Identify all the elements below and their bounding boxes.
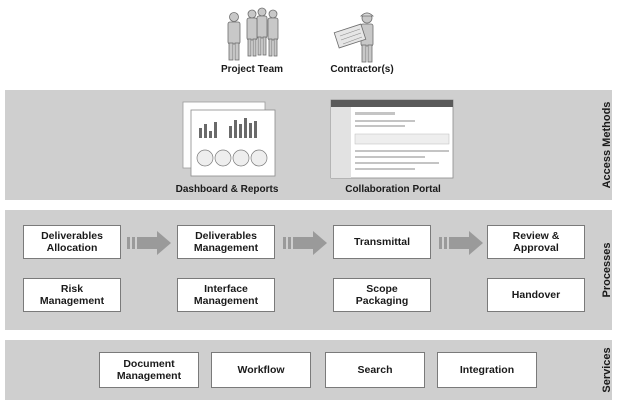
services-band-label: Services [601, 347, 613, 393]
contractor-figure [330, 10, 388, 64]
review-approval-box[interactable]: Review & Approval [487, 225, 585, 259]
arrow-icon [283, 231, 327, 255]
access-methods-band-label: Access Methods [601, 101, 613, 189]
risk-management-box[interactable]: Risk Management [23, 278, 121, 312]
processes-band-label: Processes [601, 242, 613, 298]
access-methods-band: Access Methods Dashboard & Reports [5, 90, 613, 200]
handover-box[interactable]: Handover [487, 278, 585, 312]
dashboard-chart-icon [182, 101, 276, 177]
search-box[interactable]: Search [325, 352, 425, 388]
workflow-box[interactable]: Workflow [211, 352, 311, 388]
dashboard-thumbnail [177, 98, 277, 178]
transmittal-box[interactable]: Transmittal [333, 225, 431, 259]
processes-band: Processes Deliverables Allocation Delive… [5, 210, 613, 330]
scope-packaging-box[interactable]: Scope Packaging [333, 278, 431, 312]
people-group-icon [227, 7, 279, 61]
deliverables-management-box[interactable]: Deliverables Management [177, 225, 275, 259]
contractors-label: Contractor(s) [330, 64, 394, 75]
portal-label: Collaboration Portal [345, 184, 441, 195]
portal-thumbnail [329, 98, 457, 180]
project-team-figure [218, 4, 290, 62]
portal-window-icon [330, 99, 454, 179]
services-band: Services Document Management Workflow Se… [5, 340, 613, 400]
integration-box[interactable]: Integration [437, 352, 537, 388]
contractor-with-blueprint-icon [333, 12, 374, 63]
interface-management-box[interactable]: Interface Management [177, 278, 275, 312]
arrow-icon [127, 231, 171, 255]
arrow-icon [439, 231, 483, 255]
dashboard-label: Dashboard & Reports [175, 184, 279, 195]
deliverables-allocation-box[interactable]: Deliverables Allocation [23, 225, 121, 259]
project-team-label: Project Team [220, 64, 284, 75]
document-management-box[interactable]: Document Management [99, 352, 199, 388]
